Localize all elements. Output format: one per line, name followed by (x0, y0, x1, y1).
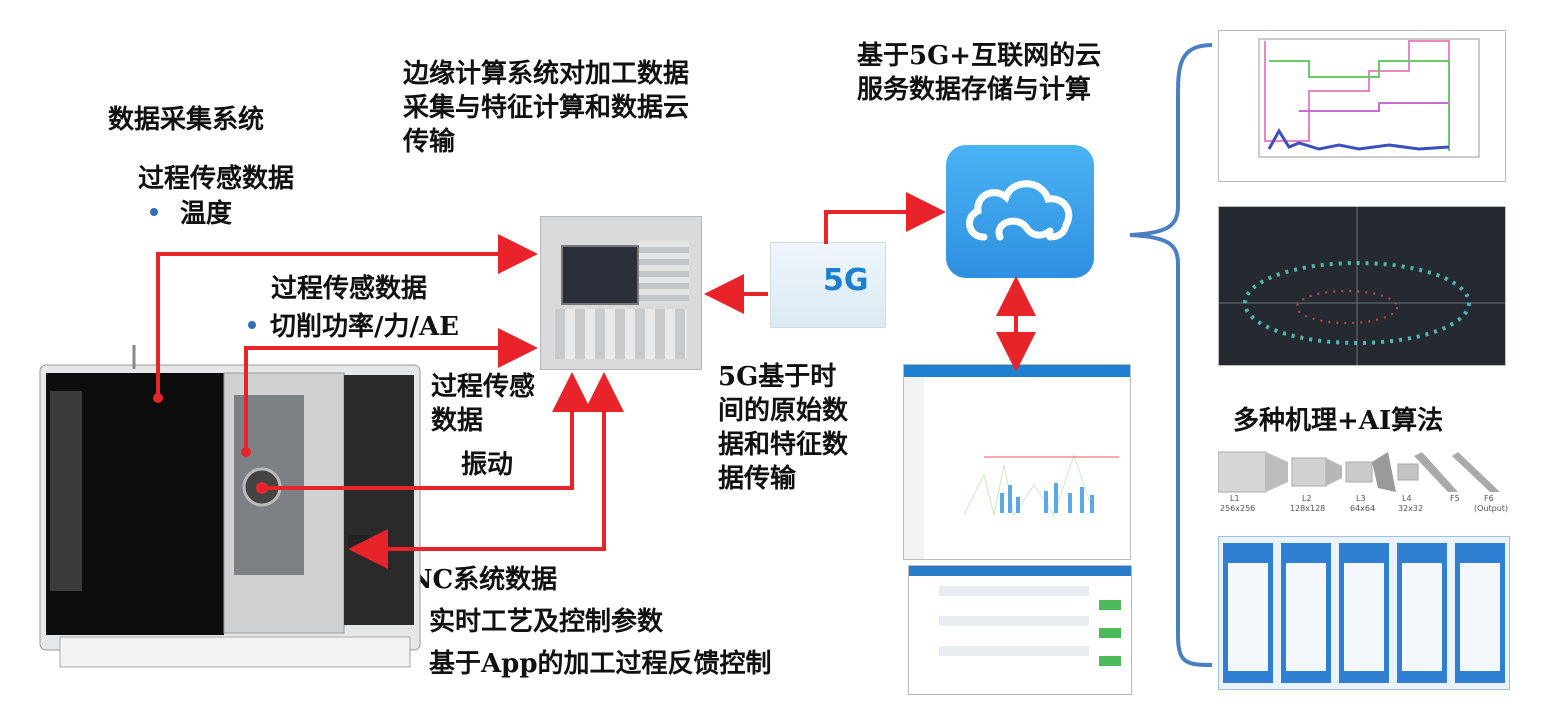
transmission-label-line2: 间的原始数 (718, 396, 849, 426)
edge-label-line1: 边缘计算系统对加工数据 (403, 59, 690, 89)
cnn-layer-label: F5 (1450, 494, 1460, 503)
cloud-label-line1: 基于5G+互联网的云 (857, 41, 1102, 71)
cnn-layer-label: L2 (1302, 494, 1312, 503)
grouping-bracket (1129, 43, 1213, 667)
machine-tool-image (39, 345, 421, 668)
controller-buttons (555, 309, 687, 359)
edge-label-line2: 采集与特征计算和数据云 (403, 93, 690, 123)
algorithm-label: 多种机理+AI算法 (1233, 406, 1444, 436)
scatter-plot-thumbnail (1218, 206, 1506, 366)
temperature-item: 温度 (150, 197, 232, 231)
cnn-dim-label: 64x64 (1350, 504, 1376, 513)
controller-keypad (639, 241, 689, 301)
cnn-dim-label: 256x256 (1220, 504, 1256, 513)
transmission-label-line4: 据传输 (718, 464, 797, 494)
cnn-architecture-thumbnail: L1 L2 L3 L4 F5 F6 256x256 128x128 64x64 … (1217, 448, 1509, 518)
process-sensor-label-1: 过程传感数据 (138, 164, 295, 194)
5g-network-image: 5G (770, 242, 886, 328)
transmission-label-line3: 据和特征数 (718, 430, 849, 460)
cnn-layer-label: L3 (1356, 494, 1366, 503)
cloud-label-line2: 服务数据存储与计算 (857, 75, 1092, 105)
cnn-dim-label: (Output) (1474, 504, 1509, 513)
algorithm-flow-thumbnail (1218, 536, 1510, 690)
cnn-layer-label: L4 (1402, 494, 1412, 503)
controller-screen (561, 245, 639, 305)
data-acquisition-label: 数据采集系统 (108, 105, 265, 135)
cnn-dim-label: 128x128 (1290, 504, 1326, 513)
transmission-label-line1: 5G基于时 (718, 362, 837, 392)
cnc-item-2: 基于App的加工过程反馈控制 (399, 647, 772, 681)
process-sensor-label-3a: 过程传感 (431, 372, 536, 402)
cnn-layer-label: F6 (1484, 494, 1494, 503)
bullet-icon (248, 321, 256, 329)
dashboard-screenshot-2 (908, 565, 1132, 695)
edge-controller-panel (540, 216, 702, 370)
vibration-label: 振动 (461, 450, 514, 480)
cnn-layer-label: L1 (1230, 494, 1240, 503)
signal-chart-thumbnail (1218, 30, 1506, 182)
bullet-icon (150, 208, 158, 216)
cutting-item: 切削功率/力/AE (248, 310, 459, 344)
cnc-item-1: 实时工艺及控制参数 (399, 605, 663, 639)
process-sensor-label-3b: 数据 (431, 406, 484, 436)
process-sensor-label-2: 过程传感数据 (271, 274, 428, 304)
cnn-dim-label: 32x32 (1398, 504, 1424, 513)
cloud-service-tile (946, 145, 1094, 278)
edge-label-line3: 传输 (403, 127, 456, 157)
dashboard-screenshot-1 (903, 364, 1131, 560)
cloud-icon (966, 180, 1073, 241)
